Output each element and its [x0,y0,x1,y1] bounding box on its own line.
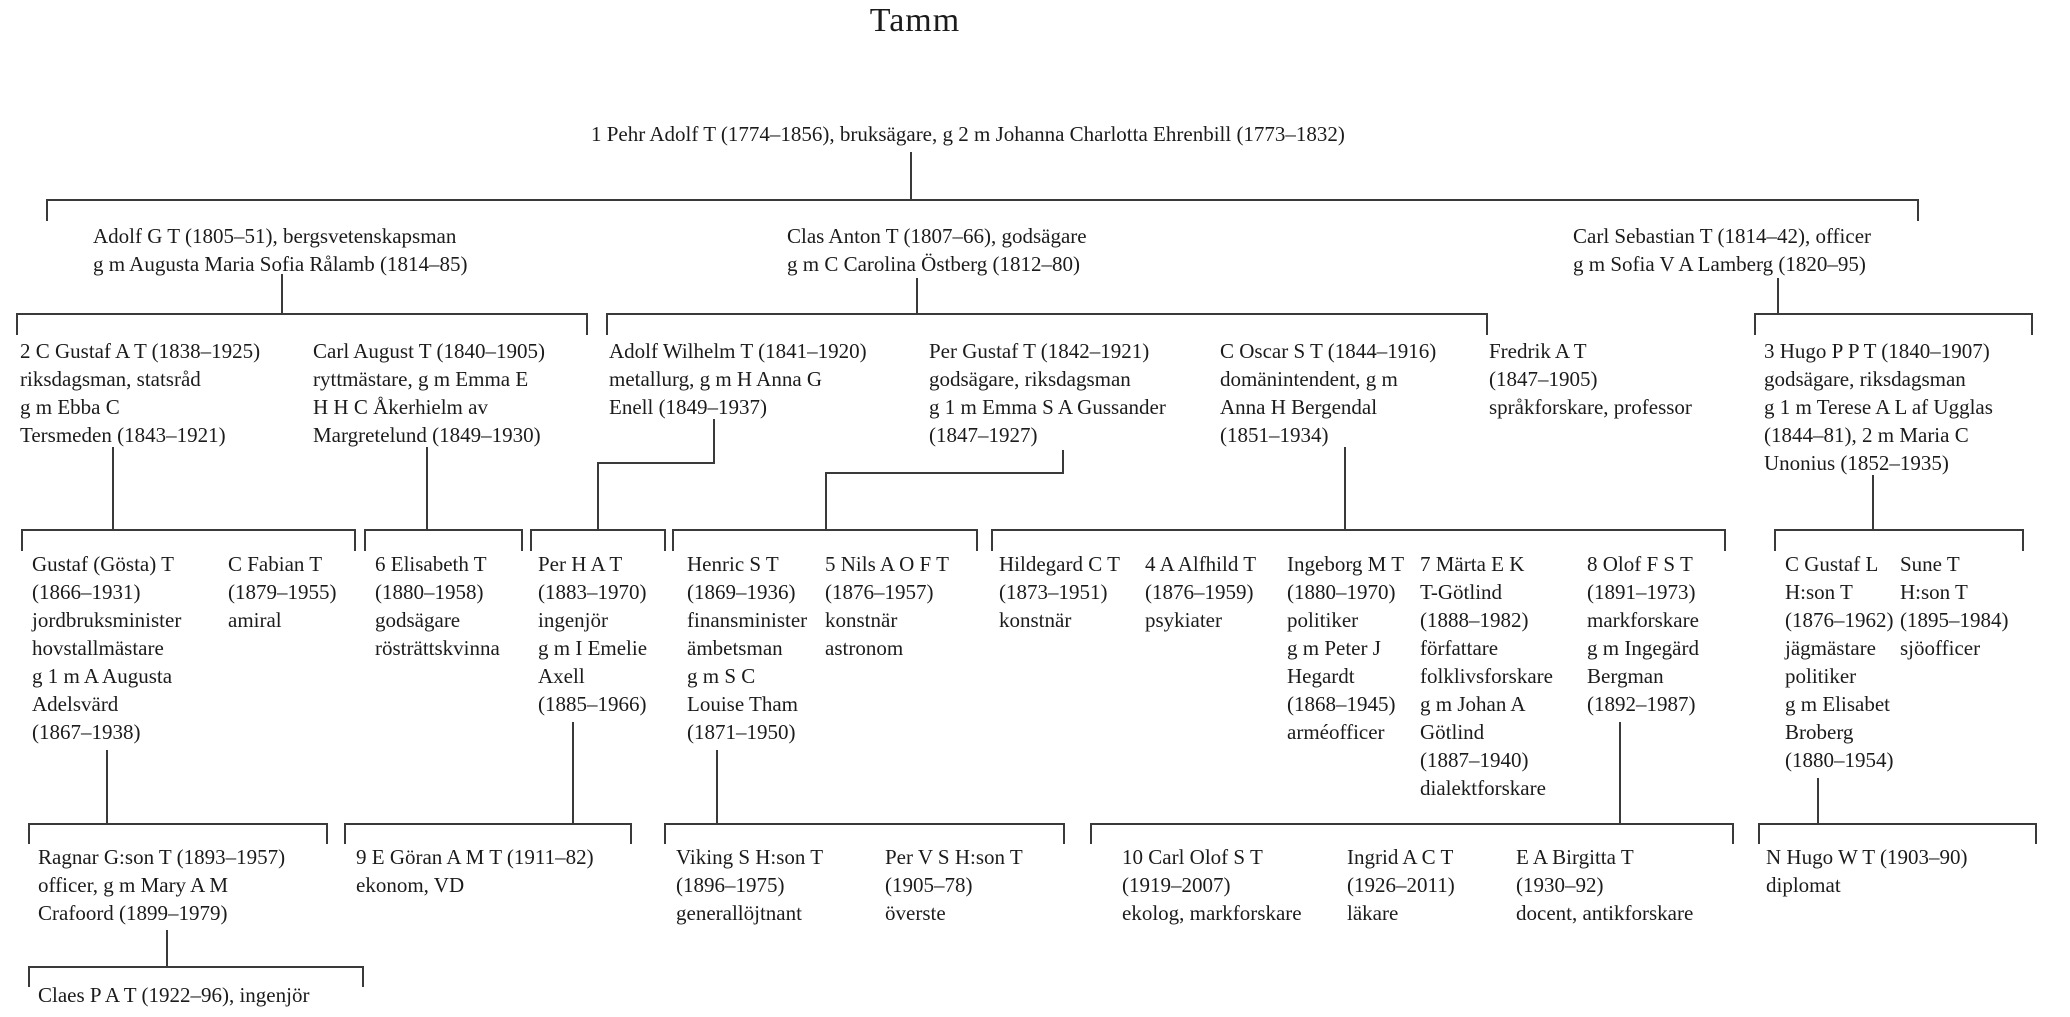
person-viking-hson-tamm: Viking S H:son T (1896–1975) generallöjt… [676,845,824,925]
person-goran-tamm: 9 E Göran A M T (1911–82) ekonom, VD [356,845,594,897]
connector-adolf-wilhelm-jog [597,419,715,530]
person-c-gustaf-l-hson-tamm: C Gustaf L H:son T (1876–1962) jägmästar… [1785,552,1894,772]
connector-gen3-bracket-1 [16,313,588,335]
person-ingeborg-m-tamm: Ingeborg M T (1880–1970) politiker g m P… [1287,552,1405,744]
connector-gen3-bracket-3 [1754,313,2033,335]
person-per-v-s-hson-tamm: Per V S H:son T (1905–78) överste [885,845,1023,925]
connector-gen3-bracket-2 [606,313,1488,335]
person-nils-a-o-f-tamm: 5 Nils A O F T (1876–1957) konstnär astr… [825,552,949,660]
person-alfhild-tamm: 4 A Alfhild T (1876–1959) psykiater [1145,552,1257,632]
connector-gen4-bracket-6 [1774,529,2024,551]
person-hugo-p-p-tamm: 3 Hugo P P T (1840–1907) godsägare, riks… [1764,339,1993,475]
connector-gen4-bracket-3 [530,529,666,551]
person-adolf-wilhelm-tamm: Adolf Wilhelm T (1841–1920) metallurg, g… [609,339,867,419]
connector-gen5-bracket-5 [1758,823,2037,844]
connector-gen4-bracket-2 [364,529,523,551]
person-n-hugo-w-tamm: N Hugo W T (1903–90) diplomat [1766,845,1968,897]
person-claes-p-a-tamm: Claes P A T (1922–96), ingenjör [38,983,310,1007]
connector-gen4-bracket-4 [672,529,978,551]
person-marta-tamm-gotlind: 7 Märta E K T-Götlind (1888–1982) förfat… [1420,552,1553,800]
person-per-gustaf-tamm: Per Gustaf T (1842–1921) godsägare, riks… [929,339,1166,447]
connector-gen5-bracket-1 [28,823,328,844]
connector-per-gustaf-jog [825,450,1064,530]
person-hildegard-c-tamm: Hildegard C T (1873–1951) konstnär [999,552,1120,632]
person-gustaf-gosta-tamm: Gustaf (Gösta) T (1866–1931) jordbruksmi… [32,552,182,744]
person-ingrid-a-c-tamm: Ingrid A C T (1926–2011) läkare [1347,845,1455,925]
person-birgitta-tamm: E A Birgitta T (1930–92) docent, antikfo… [1516,845,1694,925]
person-elisabeth-tamm: 6 Elisabeth T (1880–1958) godsägare röst… [375,552,500,660]
connector-gen5-bracket-2 [344,823,632,844]
person-c-gustaf-a-tamm: 2 C Gustaf A T (1838–1925) riksdagsman, … [20,339,261,447]
person-olof-f-s-tamm: 8 Olof F S T (1891–1973) markforskare g … [1587,552,1699,716]
person-carl-august-tamm: Carl August T (1840–1905) ryttmästare, g… [313,339,545,447]
person-clas-anton-tamm: Clas Anton T (1807–66), godsägare g m C … [787,224,1087,276]
connector-gen5-bracket-4 [1090,823,1734,844]
person-adolf-g-tamm: Adolf G T (1805–51), bergsvetenskapsman … [93,224,468,276]
person-c-oscar-s-tamm: C Oscar S T (1844–1916) domänintendent, … [1220,339,1437,447]
connector-gen5-bracket-3 [664,823,1065,844]
person-carl-olof-s-tamm: 10 Carl Olof S T (1919–2007) ekolog, mar… [1122,845,1302,925]
connector-gen4-bracket-5 [991,529,1726,551]
person-sune-hson-tamm: Sune T H:son T (1895–1984) sjöofficer [1900,552,2009,660]
connector-gen6-bracket [28,966,364,987]
person-henric-s-tamm: Henric S T (1869–1936) finansminister äm… [687,552,808,744]
diagram-title: Tamm [869,2,961,39]
person-fredrik-a-tamm: Fredrik A T (1847–1905) språkforskare, p… [1489,339,1692,419]
person-ragnar-gson-tamm: Ragnar G:son T (1893–1957) officer, g m … [38,845,286,925]
person-pehr-adolf-tamm: 1 Pehr Adolf T (1774–1856), bruksägare, … [591,122,1345,146]
person-carl-sebastian-tamm: Carl Sebastian T (1814–42), officer g m … [1573,224,1872,276]
person-c-fabian-tamm: C Fabian T (1879–1955) amiral [228,552,337,632]
person-per-h-a-tamm: Per H A T (1883–1970) ingenjör g m I Eme… [538,552,648,716]
connector-gen2-bracket [46,199,1919,221]
connector-gen4-bracket-1 [21,529,356,551]
